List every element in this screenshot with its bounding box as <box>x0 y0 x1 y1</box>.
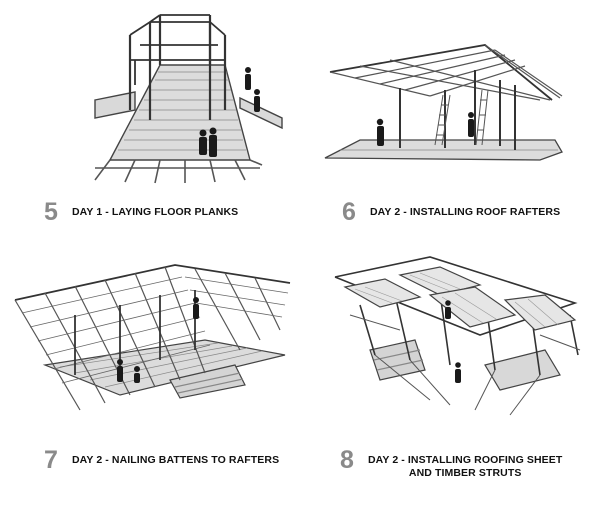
step-title: DAY 2 - INSTALLING ROOFING SHEET AND TIM… <box>368 448 562 480</box>
step-caption: 5 DAY 1 - LAYING FLOOR PLANKS <box>44 200 238 225</box>
step-title-line1: DAY 1 - LAYING FLOOR PLANKS <box>72 206 239 218</box>
step-title-line1: DAY 2 - INSTALLING ROOF RAFTERS <box>370 206 561 218</box>
step-title-line2: AND TIMBER STRUTS <box>408 467 522 479</box>
step-number: 5 <box>44 198 58 226</box>
illustration-nailing-battens <box>0 235 300 435</box>
illustration-roof-rafters <box>300 0 600 190</box>
worker-figures <box>376 112 474 146</box>
illustration-floor-planks <box>0 0 300 190</box>
step-caption: 6 DAY 2 - INSTALLING ROOF RAFTERS <box>342 200 560 225</box>
step-number: 6 <box>342 198 356 226</box>
step-title: DAY 1 - LAYING FLOOR PLANKS <box>72 200 238 219</box>
step-number: 7 <box>44 446 58 474</box>
panel-step-7: 7 DAY 2 - NAILING BATTENS TO RAFTERS <box>0 235 300 509</box>
step-title: DAY 2 - INSTALLING ROOF RAFTERS <box>370 200 560 219</box>
worker-figures <box>445 300 461 383</box>
step-title-line1: DAY 2 - INSTALLING ROOFING SHEET <box>368 454 563 466</box>
step-caption: 8 DAY 2 - INSTALLING ROOFING SHEET AND T… <box>340 448 562 480</box>
step-title: DAY 2 - NAILING BATTENS TO RAFTERS <box>72 448 279 467</box>
worker-figures <box>199 67 260 157</box>
step-number: 8 <box>340 446 354 474</box>
worker-figures <box>117 297 199 383</box>
illustration-roofing-sheet <box>300 235 600 435</box>
step-caption: 7 DAY 2 - NAILING BATTENS TO RAFTERS <box>44 448 279 473</box>
panel-step-5: 5 DAY 1 - LAYING FLOOR PLANKS <box>0 0 300 235</box>
panel-step-6: 6 DAY 2 - INSTALLING ROOF RAFTERS <box>300 0 600 235</box>
panel-step-8: 8 DAY 2 - INSTALLING ROOFING SHEET AND T… <box>300 235 600 509</box>
step-title-line1: DAY 2 - NAILING BATTENS TO RAFTERS <box>72 454 280 466</box>
